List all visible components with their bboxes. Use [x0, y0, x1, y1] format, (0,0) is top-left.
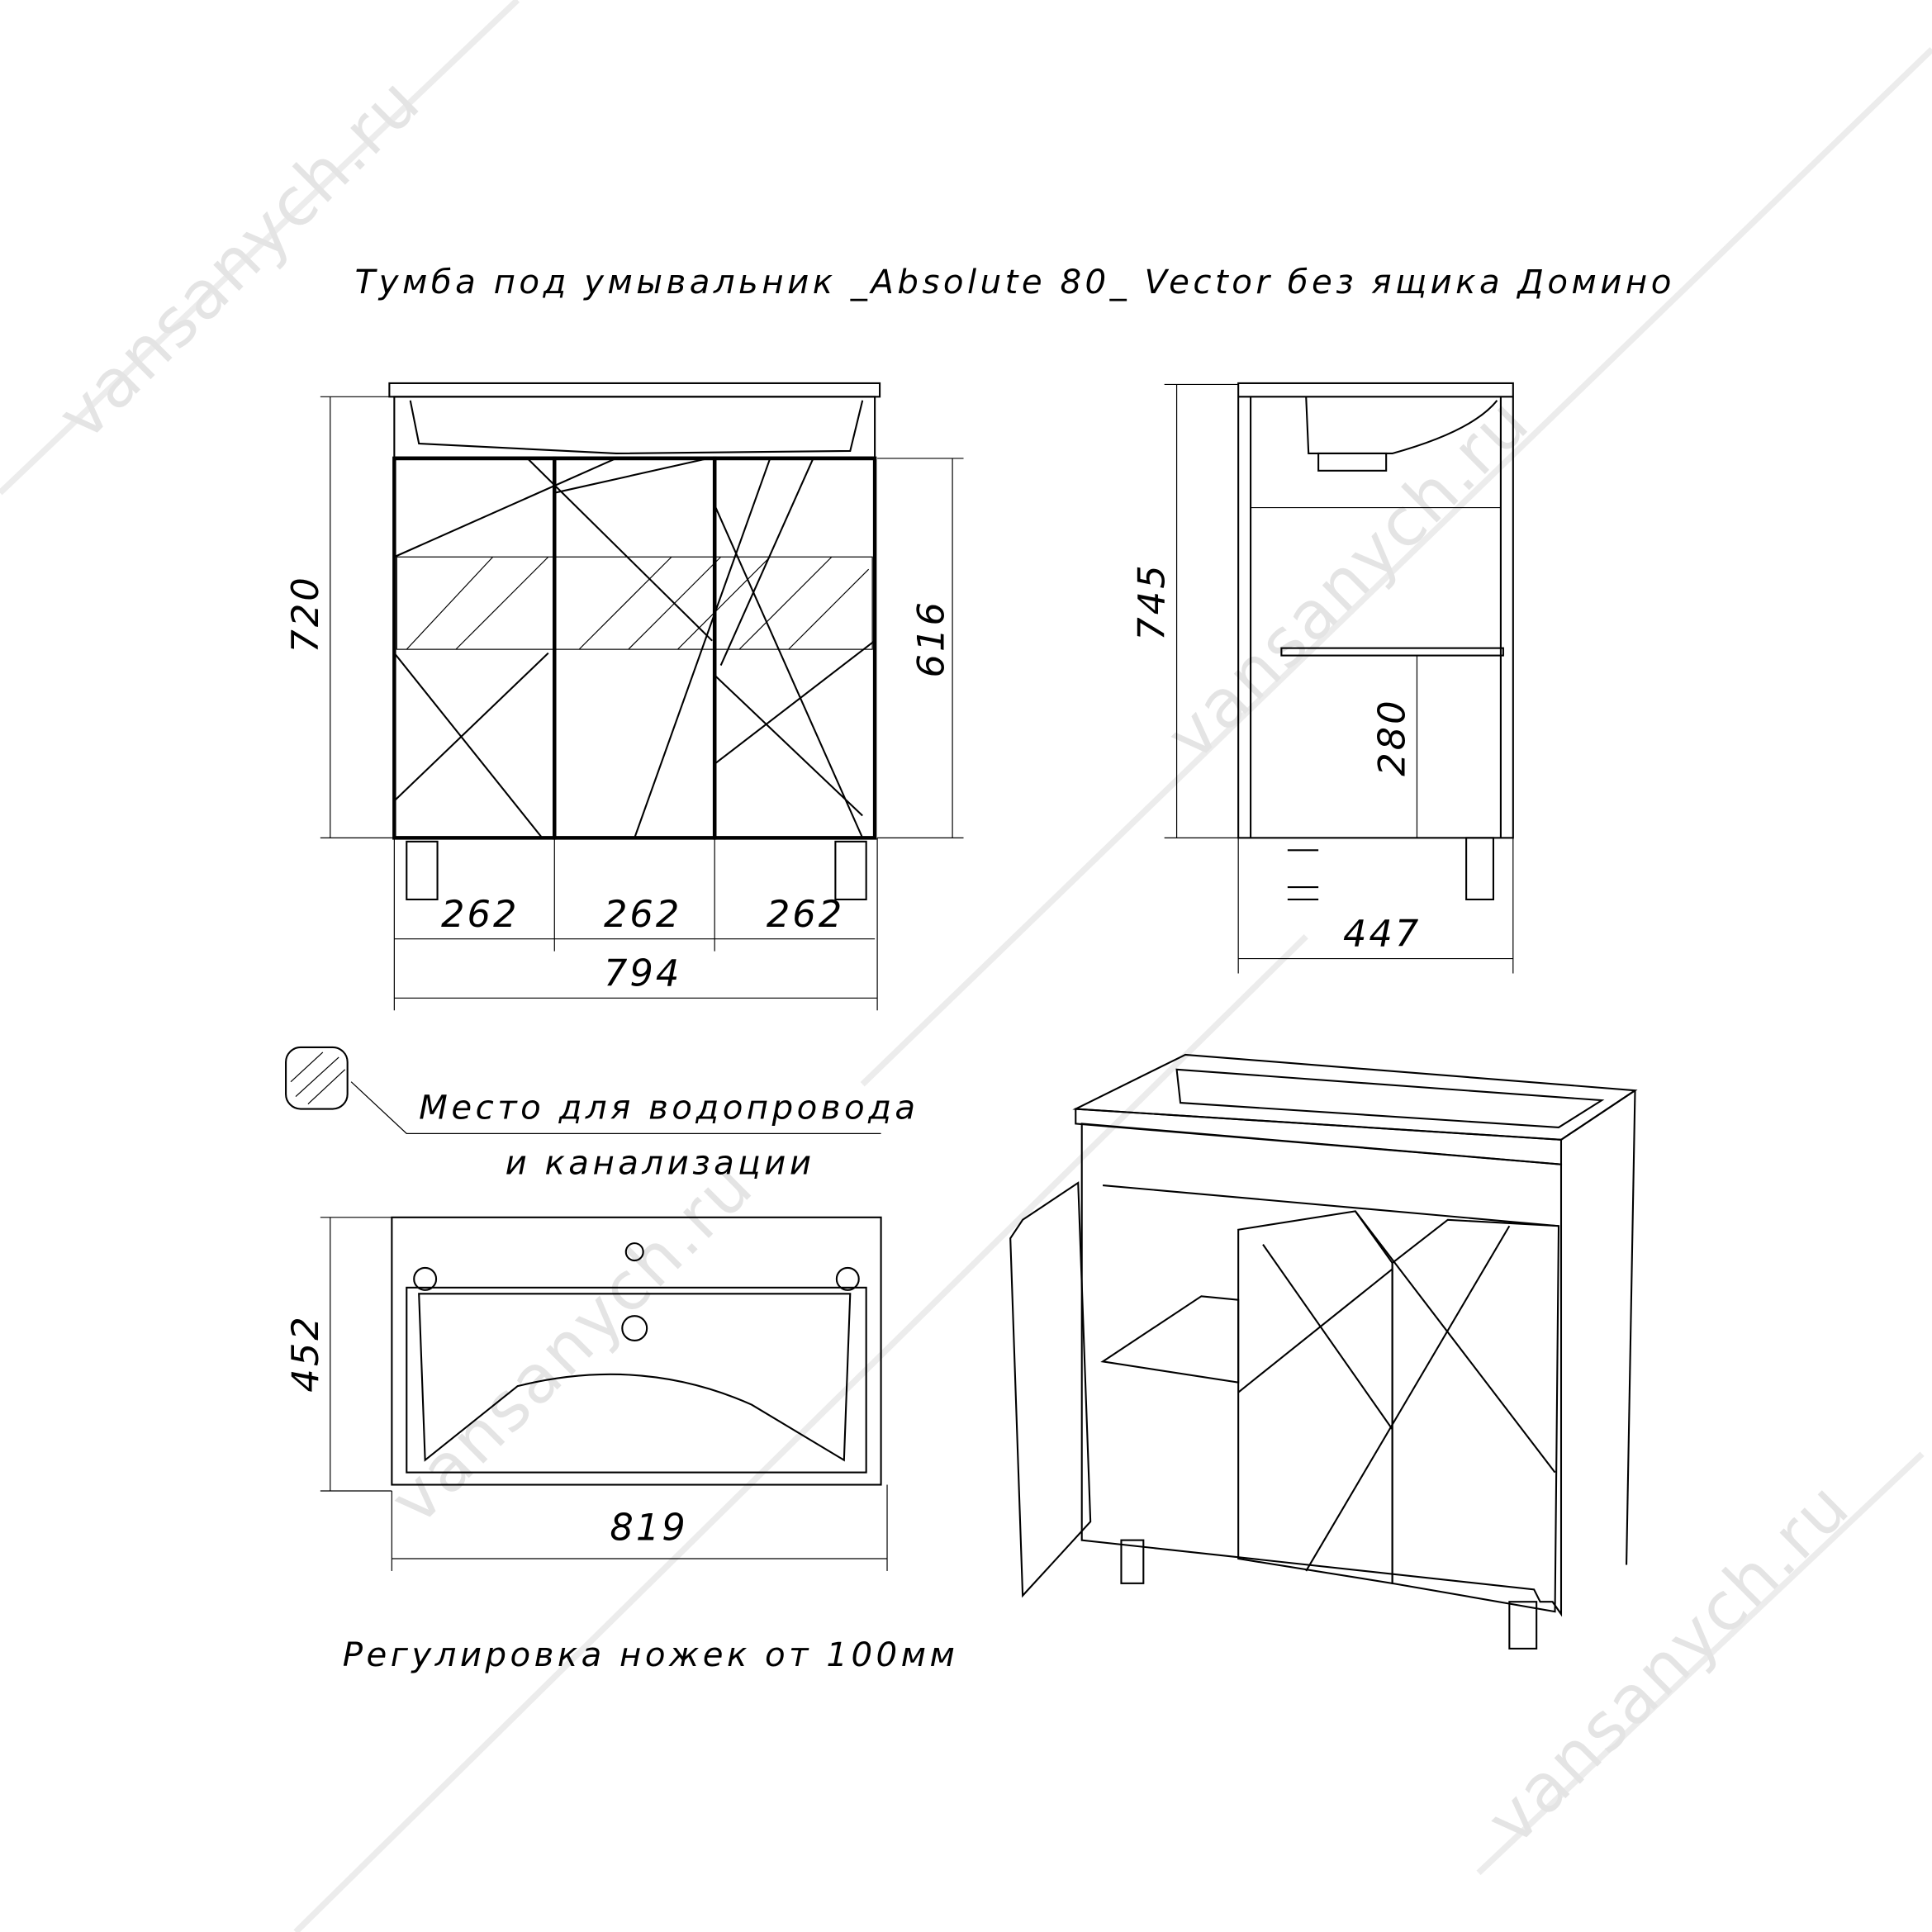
dim-door-1: 262 [441, 892, 519, 936]
dim-shelf-280: 280 [1370, 698, 1414, 776]
top-view: 452 819 [283, 1216, 888, 1571]
side-view: 745 280 447 [1130, 382, 1514, 974]
legend-line-2: и канализации [506, 1145, 815, 1183]
front-view: 720 616 262 262 262 794 [283, 382, 964, 1011]
watermark-text: vansanych.ru [375, 1146, 768, 1539]
dim-width-794: 794 [604, 951, 681, 994]
legend-plumbing-area: Место для водопровода и канализации [285, 1046, 919, 1183]
isometric-view [1009, 1053, 1638, 1650]
dim-door-2: 262 [604, 892, 681, 936]
drawing-title: Тумба под умывальник _Absolute 80_ Vecto… [355, 263, 1675, 301]
dim-door-3: 262 [767, 892, 844, 936]
watermark-text: vansanych.ru [42, 62, 435, 455]
legend-line-1: Место для водопровода [419, 1089, 919, 1127]
dim-depth-447: 447 [1343, 912, 1421, 956]
watermark-text: vansanych.ru [1472, 1466, 1865, 1859]
legs-adjustment-note: Регулировка ножек от 100мм [343, 1636, 959, 1674]
dim-width-819: 819 [610, 1506, 687, 1550]
dim-height-745: 745 [1130, 563, 1174, 640]
dim-height-616: 616 [909, 600, 953, 677]
dim-height-720: 720 [283, 575, 327, 653]
watermark-text: vansanych.ru [1151, 382, 1545, 775]
dim-depth-452: 452 [283, 1314, 327, 1392]
